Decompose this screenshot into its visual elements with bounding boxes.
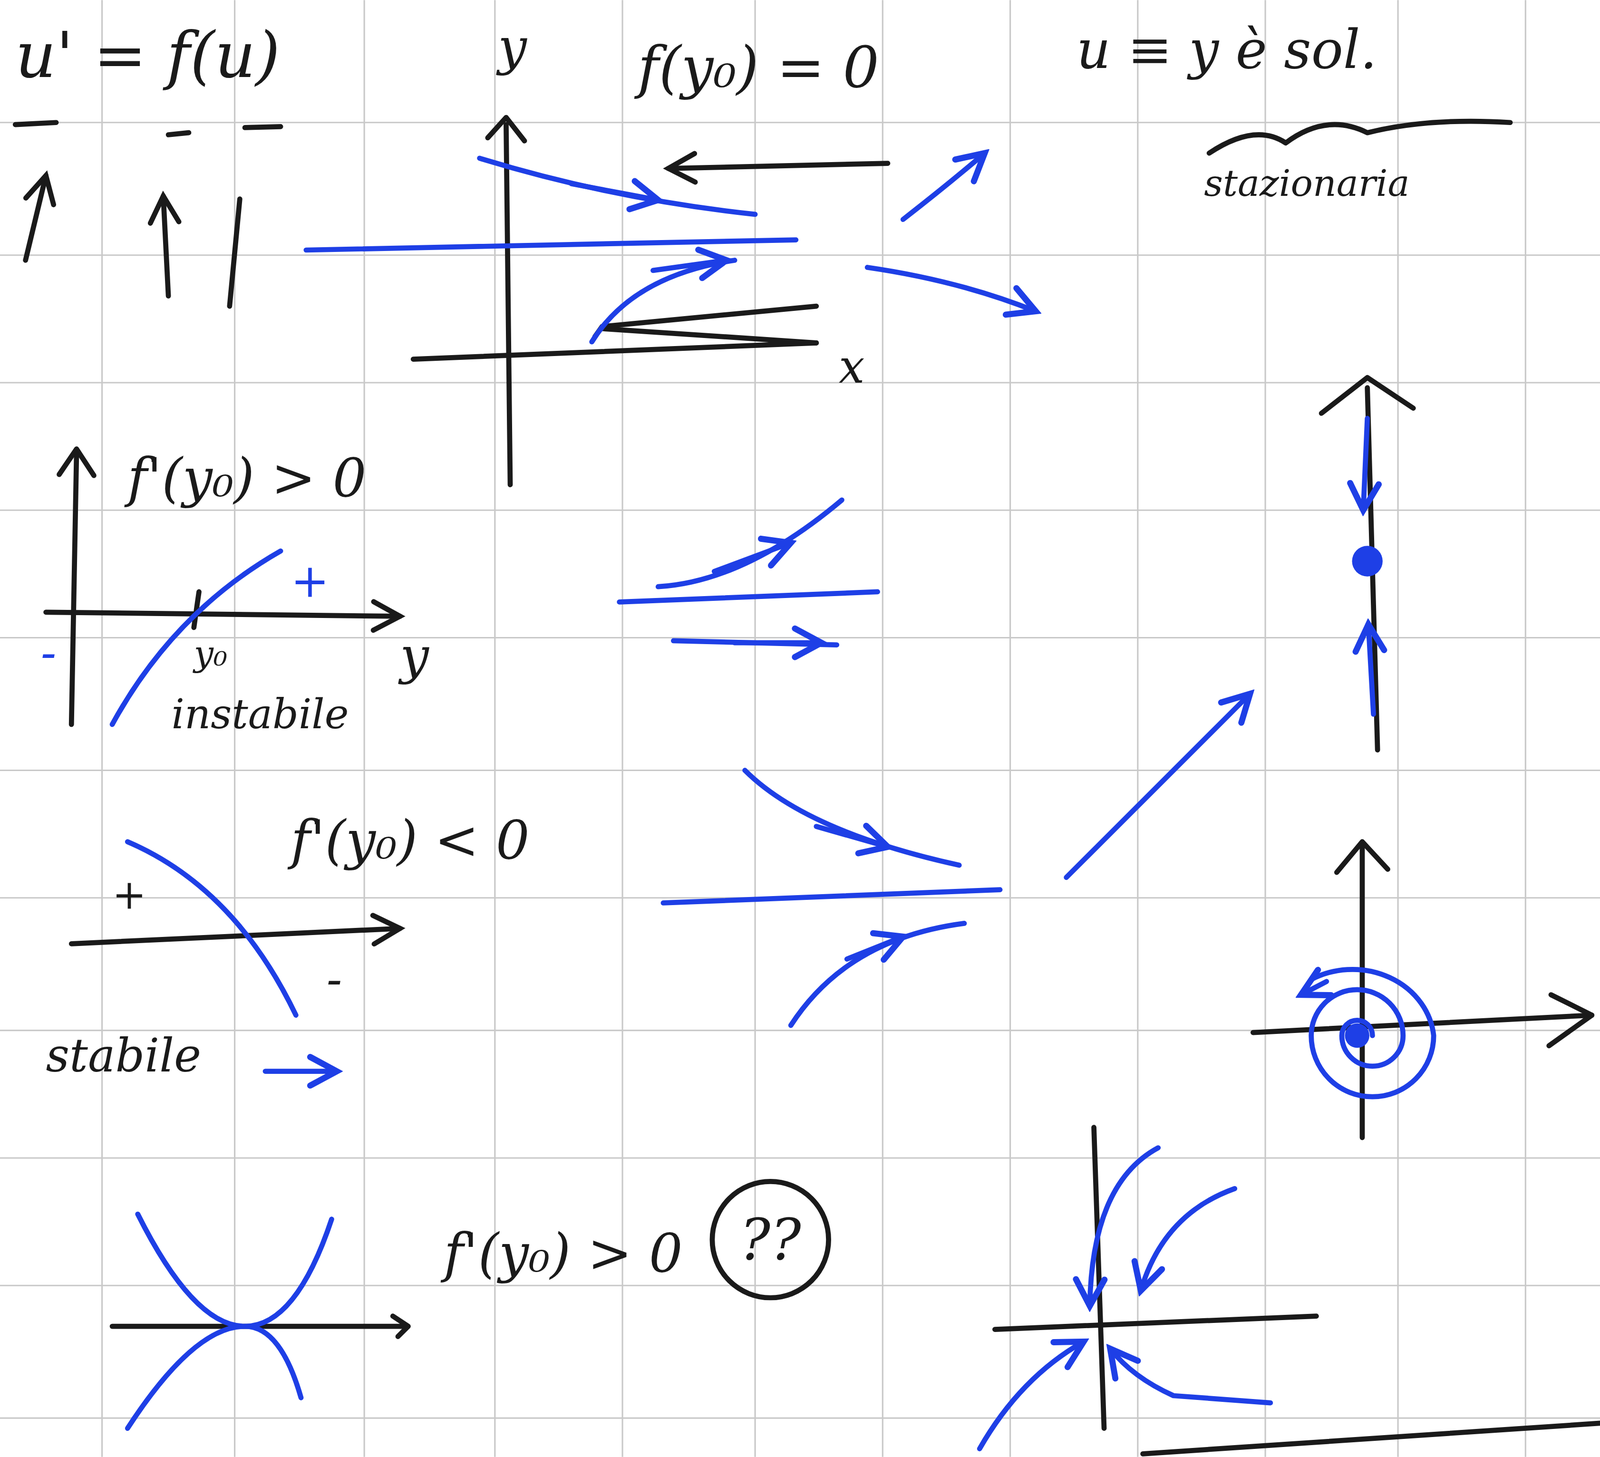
note: stabile bbox=[46, 1030, 202, 1082]
formula: u' = f(u) bbox=[15, 20, 281, 90]
sign-label: - bbox=[326, 954, 343, 1005]
sign-label: + bbox=[290, 556, 330, 607]
axis-label: x bbox=[838, 341, 865, 393]
note: stazionaria bbox=[1203, 163, 1410, 204]
condition: f'(y₀) < 0 bbox=[290, 811, 530, 870]
question-mark: ?? bbox=[739, 1208, 802, 1271]
blue-strokes bbox=[112, 153, 1434, 1449]
axis-label: y bbox=[399, 627, 429, 684]
axis-label: y₀ bbox=[193, 634, 228, 673]
sign-label: + bbox=[112, 872, 147, 918]
black-strokes bbox=[15, 117, 1600, 1455]
sign-label: - bbox=[40, 627, 57, 679]
axis-label: y bbox=[497, 18, 527, 75]
note: u ≡ y è sol. bbox=[1076, 20, 1377, 79]
condition: f'(y₀) > 0 bbox=[127, 448, 367, 508]
note: instabile bbox=[171, 691, 350, 737]
blue-dots bbox=[1344, 545, 1383, 1048]
condition: f'(y₀) > 0 bbox=[444, 1224, 683, 1283]
formula: f(y₀) = 0 bbox=[637, 35, 880, 99]
